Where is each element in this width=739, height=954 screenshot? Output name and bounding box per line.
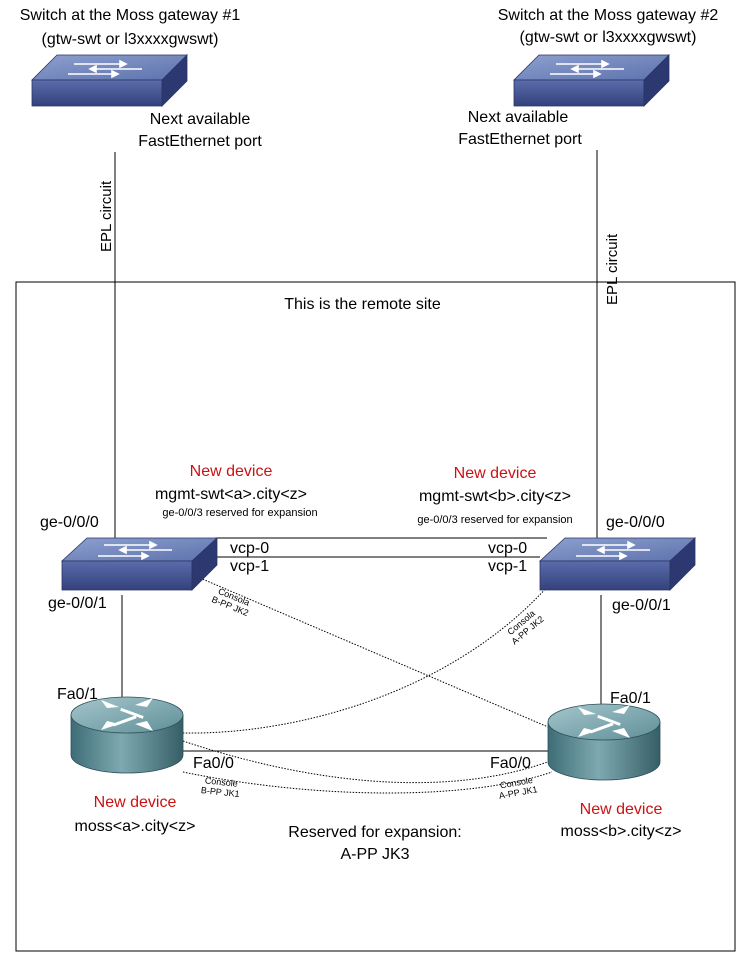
gateway-2-subtitle: (gtw-swt or l3xxxxgwswt) (519, 29, 697, 46)
router-a-name: moss<a>.city<z> (74, 818, 196, 835)
switch-icon (513, 54, 670, 107)
switch-icon (60, 537, 219, 591)
expansion-note-line-1: Reserved for expansion: (288, 824, 462, 841)
gateway-2-port-line-2: FastEthernet port (458, 131, 582, 148)
switch-b-new-device-badge: New device (453, 465, 537, 482)
switch-a-new-device-badge: New device (189, 463, 273, 480)
gateway-1-subtitle: (gtw-swt or l3xxxxgwswt) (41, 31, 219, 48)
expansion-note-line-2: A-PP JK3 (340, 846, 410, 863)
router-icon (547, 703, 661, 781)
switch-b-expansion-note: ge-0/0/3 reserved for expansion (417, 514, 573, 526)
remote-site-frame (15, 281, 736, 952)
switch-b-downlink-port: ge-0/0/1 (612, 597, 671, 614)
switch-icon (31, 54, 188, 107)
gateway-1-port-line-1: Next available (149, 111, 251, 128)
gateway-2-port-line-1: Next available (467, 109, 569, 126)
router-b-name: moss<b>.city<z> (560, 823, 682, 840)
switch-a-name: mgmt-swt<a>.city<z> (154, 486, 308, 503)
console-cable-router-b-to-router-a (182, 740, 554, 784)
switch-icon (538, 537, 697, 591)
router-a-uplink-port: Fa0/1 (57, 686, 98, 703)
switch-b-vcp-0: vcp-0 (488, 540, 528, 557)
router-b-link-port: Fa0/0 (490, 755, 531, 772)
switch-a-vcp-1: vcp-1 (230, 558, 270, 575)
remote-site-title: This is the remote site (284, 296, 441, 313)
switch-a-vcp-0: vcp-0 (230, 540, 270, 557)
switch-a-downlink-port: ge-0/0/1 (48, 595, 107, 612)
gateway-1-title: Switch at the Moss gateway #1 (19, 7, 241, 24)
epl-circuit-label-1: EPL circuit (98, 180, 115, 252)
switch-b-name: mgmt-swt<b>.city<z> (418, 488, 572, 505)
router-a-link-port: Fa0/0 (193, 755, 234, 772)
switch-a-expansion-note: ge-0/0/3 reserved for expansion (162, 507, 318, 519)
switch-b-vcp-1: vcp-1 (488, 558, 528, 575)
router-icon (70, 696, 184, 774)
gateway-2-title: Switch at the Moss gateway #2 (497, 7, 719, 24)
epl-circuit-label-2: EPL circuit (604, 233, 621, 305)
switch-b-uplink-port: ge-0/0/0 (606, 514, 665, 531)
router-b-new-device-badge: New device (579, 801, 663, 818)
console-cable-switch-b-to-router-a (182, 577, 556, 734)
console-cable-switch-a-to-router-b (199, 577, 556, 731)
gateway-1-port-line-2: FastEthernet port (138, 133, 262, 150)
router-a-new-device-badge: New device (93, 794, 177, 811)
switch-a-uplink-port: ge-0/0/0 (40, 514, 99, 531)
router-b-uplink-port: Fa0/1 (610, 690, 651, 707)
